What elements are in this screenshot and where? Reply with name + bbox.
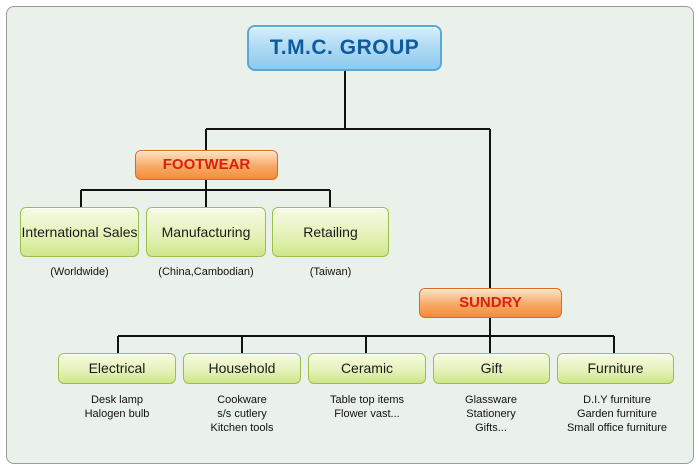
manufacturing-node: Manufacturing <box>146 207 266 257</box>
list-item: Flower vast... <box>334 408 400 420</box>
international-sales-node: International Sales <box>20 207 139 257</box>
list-item: Desk lamp <box>91 394 143 406</box>
list-item: Table top items <box>330 394 404 406</box>
electrical-node: Electrical <box>58 353 176 384</box>
list-item: Garden furniture <box>576 408 658 420</box>
sundry-node: SUNDRY <box>419 288 562 318</box>
furniture-node: Furniture <box>557 353 674 384</box>
household-items: Cookware s/s cutlery Kitchen tools <box>173 393 311 435</box>
retailing-node: Retailing <box>272 207 389 257</box>
gift-node: Gift <box>433 353 550 384</box>
sundry-connector <box>117 318 615 353</box>
list-item: Kitchen tools <box>210 422 274 434</box>
root-node: T.M.C. GROUP <box>247 25 442 71</box>
ceramic-items: Table top items Flower vast... <box>298 393 436 421</box>
footwear-node: FOOTWEAR <box>135 150 278 180</box>
list-item: Cookware <box>217 394 267 406</box>
footwear-connector <box>80 180 331 207</box>
list-item: Glassware <box>465 394 517 406</box>
gift-items: Glassware Stationery Gifts... <box>422 393 560 435</box>
list-item: Halogen bulb <box>84 408 150 420</box>
list-item: Small office furniture <box>566 422 668 434</box>
international-sales-note: (Worldwide) <box>50 266 109 278</box>
ceramic-node: Ceramic <box>308 353 426 384</box>
electrical-items: Desk lamp Halogen bulb <box>48 393 186 421</box>
furniture-items: D.I.Y furniture Garden furniture Small o… <box>546 393 688 435</box>
root-connector <box>205 71 491 288</box>
household-node: Household <box>183 353 301 384</box>
list-item: Stationery <box>466 408 516 420</box>
list-item: Gifts... <box>475 422 507 434</box>
list-item: s/s cutlery <box>217 408 267 420</box>
manufacturing-note: (China,Cambodian) <box>158 266 254 278</box>
list-item: D.I.Y furniture <box>583 394 651 406</box>
retailing-note: (Taiwan) <box>309 266 352 278</box>
